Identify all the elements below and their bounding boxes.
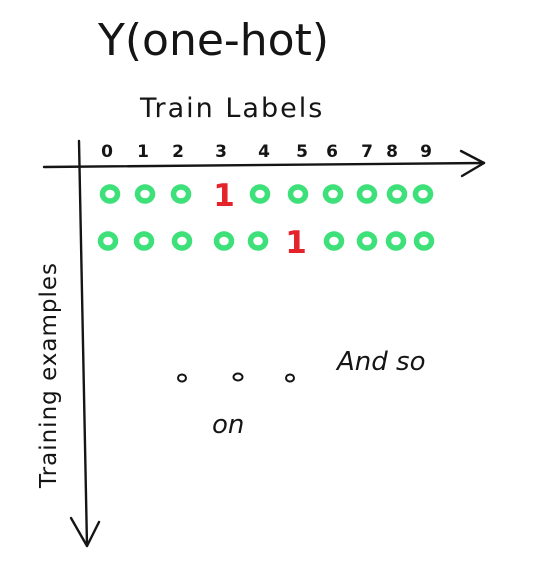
zero-value-mark (133, 231, 155, 251)
zero-value-mark (287, 184, 309, 204)
class-index-label: 0 (101, 142, 113, 162)
ellipsis-dot (285, 373, 295, 383)
zero-value-mark (134, 184, 156, 204)
zero-value-mark (171, 231, 193, 251)
zero-value-mark (413, 231, 435, 251)
class-index-label: 2 (172, 142, 184, 162)
hot-one-value: 1 (285, 225, 307, 261)
zero-value-mark (249, 184, 271, 204)
one-hot-rows: 11 (97, 178, 435, 261)
zero-value-mark (356, 231, 378, 251)
x-axis-heading: Train Labels (139, 93, 324, 124)
zero-value-mark (213, 231, 235, 251)
y-axis-line (77, 139, 89, 548)
zero-value-mark (385, 231, 407, 251)
ellipsis-dot (177, 373, 187, 383)
continuation-note-line2: on (212, 410, 244, 440)
class-index-label: 5 (296, 142, 308, 162)
zero-value-mark (412, 184, 434, 204)
zero-value-mark (323, 231, 345, 251)
hot-one-value: 1 (213, 178, 235, 214)
zero-value-mark (386, 184, 408, 204)
diagram-title: Y(one-hot) (97, 15, 329, 66)
x-axis-arrowhead (459, 149, 486, 178)
continuation-note-line1: And so (335, 347, 426, 377)
class-index-label: 7 (361, 142, 373, 162)
x-axis-line (42, 161, 486, 169)
zero-value-mark (322, 184, 344, 204)
zero-value-mark (97, 231, 119, 251)
zero-value-mark (99, 184, 121, 204)
one-hot-row: 1 (97, 225, 435, 261)
class-index-label: 4 (258, 142, 270, 162)
ellipsis-dot (232, 372, 244, 382)
class-index-label: 3 (215, 142, 227, 162)
y-axis-arrowhead (69, 516, 101, 548)
zero-value-mark (356, 184, 378, 204)
zero-value-mark (247, 231, 269, 251)
class-index-label: 8 (386, 142, 398, 162)
y-axis-heading: Training examples (36, 262, 62, 489)
class-index-label: 1 (137, 142, 149, 162)
zero-value-mark (170, 184, 192, 204)
class-index-label: 6 (326, 142, 338, 162)
one-hot-row: 1 (99, 178, 434, 214)
class-index-label: 9 (420, 142, 432, 162)
